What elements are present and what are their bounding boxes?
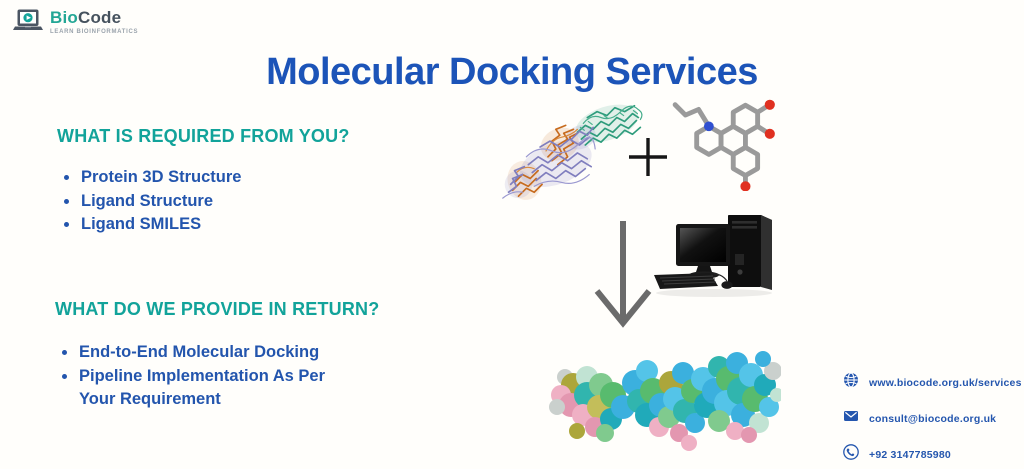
- list-item: End-to-End Molecular Docking: [62, 341, 354, 365]
- required-list: Protein 3D Structure Ligand Structure Li…: [64, 166, 344, 237]
- list-item-label: Protein 3D Structure: [81, 168, 242, 186]
- protein-3d-ribbon-structure-image: [489, 88, 661, 213]
- logo-text-code: Code: [77, 8, 122, 27]
- list-item-label: End-to-End Molecular Docking: [79, 343, 320, 361]
- bullet-dot: [62, 350, 67, 355]
- down-arrow-icon: [588, 218, 658, 337]
- contact-website-row[interactable]: www.biocode.org.uk/services: [843, 372, 1022, 393]
- logo-text-bio: Bio: [50, 8, 78, 27]
- biocode-logo: BioCode LEARN BIOINFORMATICS: [13, 9, 138, 39]
- bullet-dot: [64, 175, 69, 180]
- provide-list: End-to-End Molecular Docking Pipeline Im…: [62, 341, 354, 412]
- contact-phone-row[interactable]: +92 3147785980: [843, 444, 1022, 465]
- list-item: Ligand SMILES: [64, 213, 344, 237]
- section-heading-provide: WHAT DO WE PROVIDE IN RETURN?: [55, 299, 380, 319]
- contact-email-row[interactable]: consult@biocode.org.uk: [843, 408, 1022, 429]
- ligand-2d-structure-image: [660, 86, 784, 196]
- website-url[interactable]: www.biocode.org.uk/services: [869, 376, 1022, 389]
- logo-tagline: LEARN BIOINFORMATICS: [50, 29, 139, 35]
- list-item: Protein 3D Structure: [64, 166, 344, 190]
- docked-protein-surface-image: [543, 343, 784, 468]
- desktop-computer-image: [652, 210, 794, 303]
- bullet-dot: [64, 198, 69, 204]
- list-item-label: Ligand SMILES: [81, 215, 202, 233]
- email-address[interactable]: consult@biocode.org.uk: [869, 412, 997, 425]
- list-item: Ligand Structure: [64, 190, 344, 214]
- list-item-label: Pipeline Implementation As Per Your Requ…: [79, 366, 326, 409]
- phone-icon: [843, 444, 859, 465]
- section-heading-required: WHAT IS REQUIRED FROM YOU?: [57, 126, 350, 146]
- logo-wordmark: BioCode: [50, 9, 138, 26]
- laptop-play-icon: [13, 9, 43, 39]
- globe-icon: [843, 372, 859, 393]
- contact-block: www.biocode.org.uk/services consult@bioc…: [843, 372, 1022, 465]
- bullet-dot: [62, 373, 67, 379]
- bullet-dot: [64, 222, 69, 227]
- phone-number[interactable]: +92 3147785980: [869, 448, 951, 461]
- page-title: Molecular Docking Services: [266, 51, 758, 94]
- envelope-icon: [843, 408, 859, 429]
- list-item-label: Ligand Structure: [81, 191, 214, 210]
- plus-icon: [629, 138, 667, 181]
- list-item: Pipeline Implementation As Per Your Requ…: [62, 365, 354, 412]
